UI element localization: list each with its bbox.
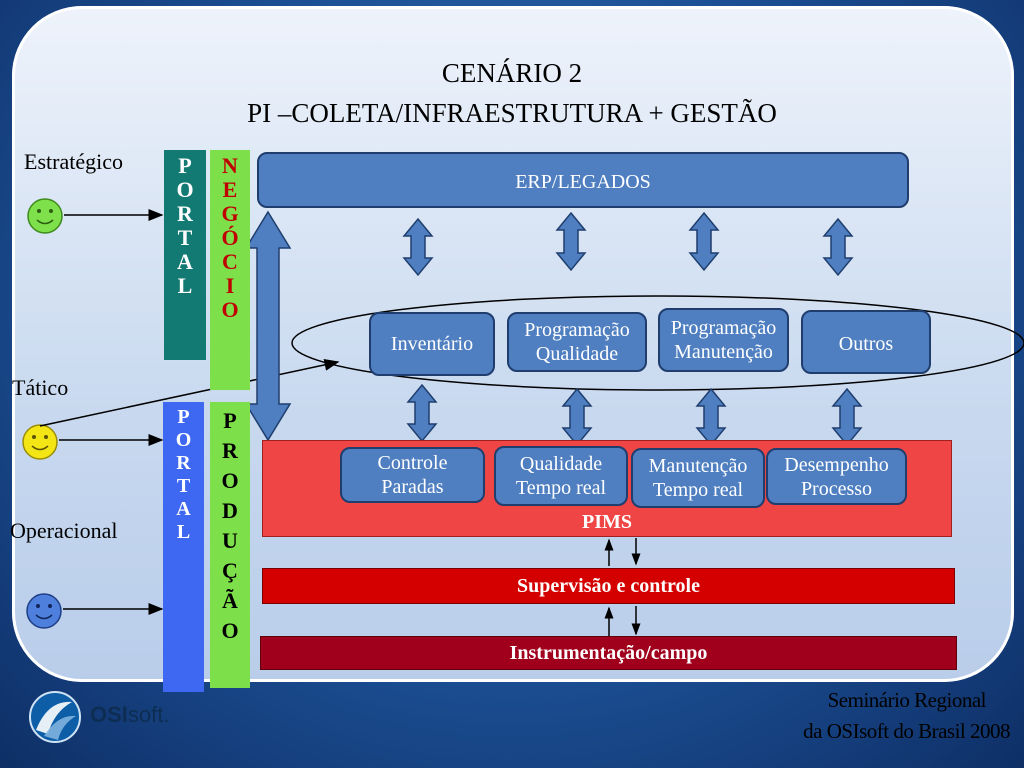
programacao-manutencao-box: Programação Manutenção — [658, 308, 789, 372]
erp-prog-man-arrow — [688, 211, 720, 272]
portal-top-letter: L — [177, 273, 193, 298]
title-line-2: PI –COLETA/INFRAESTRUTURA + GESTÃO — [247, 98, 777, 128]
osisoft-logo: OSIsoft. — [28, 690, 188, 744]
inventario-box: Inventário — [369, 312, 495, 376]
logo-text-light: soft — [127, 702, 164, 727]
outros-pims-arrow — [831, 387, 863, 447]
producao-bar: P R O D U Ç Ã O — [210, 402, 250, 688]
negocio-letter: Ó — [221, 225, 239, 250]
pims-label: PIMS — [582, 511, 632, 533]
prog-qual-pims-arrow — [561, 387, 593, 447]
controle-paradas-box: Controle Paradas — [340, 447, 485, 503]
portal-top-bar: P O R T A L — [164, 150, 206, 360]
erp-outros-arrow — [822, 217, 854, 277]
tactical-to-ellipse-arrow — [39, 358, 340, 427]
box-line: Programação — [670, 317, 777, 339]
prog-man-pims-arrow — [695, 387, 727, 447]
erp-inventario-arrow — [402, 217, 434, 277]
negocio-producao-double-arrow — [244, 210, 292, 442]
producao-letter: R — [222, 438, 238, 463]
supervisao-controle-bar: Supervisão e controle — [262, 568, 955, 604]
portal-bottom-letter: L — [176, 521, 191, 543]
box-line: Processo — [800, 477, 873, 500]
erp-legados-box: ERP/LEGADOS — [257, 152, 909, 208]
box-line: Desempenho — [784, 453, 889, 476]
smiley-operational-icon — [26, 593, 62, 629]
logo-text-dot: . — [163, 702, 170, 727]
portal-bottom-letter: P — [177, 406, 190, 428]
programacao-qualidade-box: Programação Qualidade — [507, 312, 647, 372]
portal-bottom-letter: A — [176, 498, 191, 520]
level-strategic-label: Estratégico — [24, 149, 123, 174]
title-line-1: CENÁRIO 2 — [441, 58, 583, 88]
producao-letter: O — [221, 468, 239, 493]
portal-bottom-bar: P O R T A L — [163, 402, 204, 692]
box-line: Tempo real — [515, 477, 607, 499]
erp-prog-qual-arrow — [555, 211, 587, 272]
negocio-bar: N E G Ó C I O — [210, 150, 250, 390]
osisoft-logo-icon — [29, 691, 81, 743]
producao-letter: Ç — [222, 558, 238, 583]
logo-text-bold: OSI — [90, 702, 128, 727]
portal-top-letter: A — [177, 249, 193, 274]
box-line: Manutenção — [674, 341, 773, 363]
producao-letter: O — [221, 618, 239, 643]
manutencao-tempo-real-box: Manutenção Tempo real — [631, 448, 765, 508]
portal-top-letter: P — [178, 153, 192, 178]
portal-bottom-letter: O — [175, 429, 192, 451]
negocio-letter: I — [225, 273, 235, 298]
footer-line-1: Seminário Regional — [827, 688, 987, 712]
negocio-letter: C — [222, 249, 238, 274]
box-line: Paradas — [381, 476, 444, 498]
smiley-tactical-icon — [22, 424, 58, 460]
qualidade-tempo-real-box: Qualidade Tempo real — [494, 446, 628, 506]
box-line: Qualidade — [519, 453, 603, 475]
smiley-strategic-icon — [27, 198, 63, 234]
producao-letter: U — [222, 528, 238, 553]
producao-letter: P — [223, 408, 237, 433]
process-ellipse — [291, 295, 1024, 391]
box-line: Qualidade — [535, 343, 619, 365]
outros-box: Outros — [801, 310, 931, 374]
portal-bottom-letter: T — [176, 475, 191, 497]
producao-letter: Ã — [222, 588, 238, 613]
inventario-pims-arrow — [406, 383, 438, 443]
footer-line-2: da OSIsoft do Brasil 2008 — [803, 719, 1010, 743]
portal-bottom-letter: R — [176, 452, 191, 474]
level-operational-label: Operacional — [10, 518, 118, 543]
portal-top-letter: T — [177, 225, 193, 250]
negocio-letter: G — [221, 201, 239, 226]
box-line: Controle — [377, 452, 448, 474]
negocio-letter: N — [222, 153, 238, 178]
box-line: Programação — [524, 319, 630, 341]
box-line: Tempo real — [652, 479, 744, 501]
instrumentacao-campo-bar: Instrumentação/campo — [260, 636, 957, 670]
portal-top-letter: R — [177, 201, 193, 226]
desempenho-processo-box: Desempenho Processo — [766, 448, 907, 505]
box-line: Manutenção — [648, 455, 748, 477]
negocio-letter: O — [221, 297, 239, 322]
negocio-letter: E — [222, 177, 238, 202]
level-tactical-label: Tático — [12, 375, 69, 400]
producao-letter: D — [222, 498, 238, 523]
portal-top-letter: O — [176, 177, 194, 202]
